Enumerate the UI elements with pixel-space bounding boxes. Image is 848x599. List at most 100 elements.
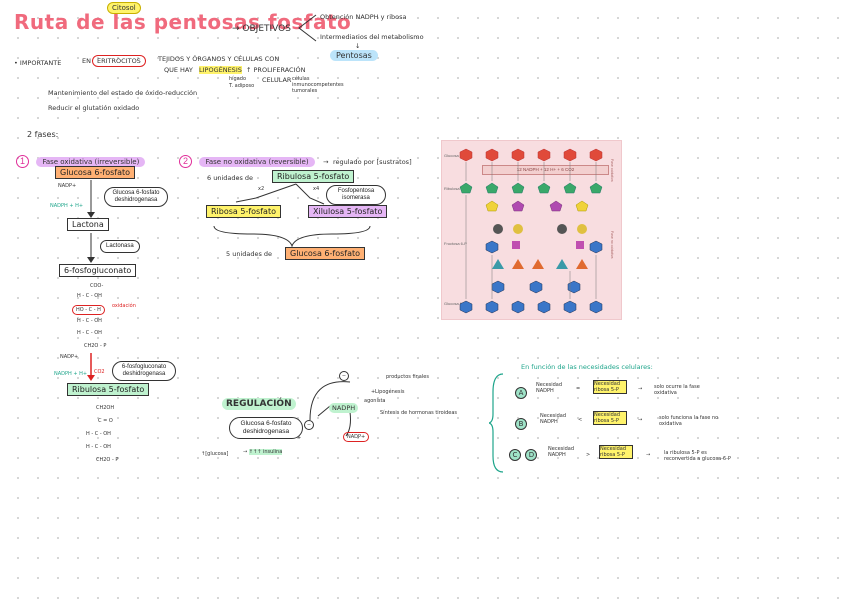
arrow-down-2 bbox=[87, 233, 95, 263]
struct-hcoh-3: H - C - OH bbox=[77, 330, 102, 336]
fosfogluconato-box: 6-fosfogluconato bbox=[59, 264, 137, 277]
proliferacion-text: ↑ PROLIFERACIÓN bbox=[246, 66, 306, 74]
enzyme-g6pd-cloud: Glucosa 6-fosfato deshidrogenasa bbox=[104, 187, 168, 207]
citosol-badge: Citosol bbox=[107, 2, 141, 14]
row-a-nadph: Necesidad NADPH bbox=[536, 382, 563, 394]
necesidades-brace bbox=[489, 373, 504, 473]
struct2-hcoh-1: H - C - OH bbox=[86, 431, 111, 437]
agonista-label: agonista bbox=[364, 398, 386, 404]
page-title: Ruta de las pentosas fosfato bbox=[14, 10, 352, 34]
insulina-label: → ↑↑↑ insulina bbox=[243, 449, 283, 455]
fase2-regulado: regulado por [sustratos] bbox=[332, 158, 412, 166]
figure-legend-rib: Ribulosa 5-P bbox=[444, 186, 467, 191]
nadp-label-2: NADP+ bbox=[60, 354, 79, 360]
xilulosa-5p-box: Xilulosa 5-fosfato bbox=[308, 205, 388, 218]
regulacion-enzyme-cloud: Glucosa 6-fosfato deshidrogenasa bbox=[229, 417, 303, 439]
row-b-nadph: Necesidad NADPH bbox=[540, 413, 567, 425]
figure-shapes bbox=[459, 148, 603, 314]
fase2-header: 2 Fase no oxidativa (reversible) → regul… bbox=[179, 151, 412, 169]
fase1-header: 1 Fase oxidativa (irreversible) bbox=[16, 151, 146, 169]
objetivo-2: Intermediarios del metabolismo bbox=[320, 33, 424, 41]
fase2-label: Fase no oxidativa (reversible) bbox=[199, 157, 315, 167]
nadph-label-2: NADPH + H+ bbox=[54, 371, 88, 377]
option-a-badge: A bbox=[515, 387, 527, 399]
figure-nadph-bar: 12 NADPH + 12 H+ + 6 CO2 bbox=[482, 165, 609, 175]
option-b-badge: B bbox=[515, 418, 527, 430]
pathway-figure: Glucosa 6-P Ribulosa 5-P Fructosa 6-P Gl… bbox=[441, 140, 622, 320]
option-c-badge: C bbox=[509, 449, 521, 461]
cinco-unidades-text: 5 unidades de bbox=[226, 250, 273, 258]
oxidacion-label: oxidación bbox=[112, 303, 136, 309]
struct-hcoh-1: H - C - OH bbox=[77, 293, 102, 299]
x4-label: x4 bbox=[313, 186, 320, 192]
plus-sign-1: + bbox=[297, 435, 302, 441]
row-a-eq: = bbox=[576, 386, 581, 392]
en-label: EN bbox=[82, 57, 91, 65]
seis-unidades-text: 6 unidades de bbox=[207, 174, 254, 182]
glucosa-6p-box-2: Glucosa 6-fosfato bbox=[285, 247, 366, 260]
nadp-node-circled: NADP+ bbox=[343, 432, 370, 442]
row-c-nadph: Necesidad NADPH bbox=[548, 446, 575, 458]
row-b-ribosa: Necesidad ribosa 5-P bbox=[593, 411, 627, 425]
celular-text: CELULAR bbox=[262, 76, 292, 84]
adiposo-note: T. adiposo bbox=[229, 83, 255, 89]
reducir-text: Reducir el glutatión oxidado bbox=[48, 104, 140, 112]
struct-hoch-circled: HO - C - H bbox=[72, 305, 105, 315]
struct2-hcoh-2: H - C - OH bbox=[86, 444, 111, 450]
row-b: B bbox=[515, 413, 527, 431]
pentosas-pill: Pentosas bbox=[330, 50, 378, 61]
lipogenesis-node: Lipogénesis bbox=[375, 389, 405, 395]
row-b-lt: < bbox=[578, 417, 583, 423]
necesidades-header: En función de las necesidades celulares: bbox=[521, 363, 653, 371]
insulina-highlight: ↑↑↑ insulina bbox=[248, 449, 283, 455]
figure-legend-g6p-2: Glucosa 6-P bbox=[444, 301, 467, 306]
row-cd: C D bbox=[509, 444, 538, 462]
x2-label: x2 bbox=[258, 186, 265, 192]
fase2-number: 2 bbox=[179, 155, 192, 168]
struct-hcoh-2: H - C - OH bbox=[77, 318, 102, 324]
nadp-label-1: NADP+ bbox=[58, 183, 77, 189]
ribulosa-5p-box: Ribulosa 5-fosfato bbox=[67, 383, 150, 396]
nadph-node: NADPH bbox=[329, 403, 359, 413]
struct-ch2op: CH2O - P bbox=[84, 343, 107, 349]
glucosa-6p-box: Glucosa 6-fosfato bbox=[55, 166, 136, 179]
minus-sign-2: − bbox=[339, 371, 349, 381]
co2-label: CO2 bbox=[94, 369, 105, 375]
arrow-down-1 bbox=[87, 180, 95, 218]
curly-brace bbox=[213, 225, 371, 248]
arrow-down-3 bbox=[87, 353, 95, 381]
lipogenesis-highlight: LIPOGÉNESIS bbox=[199, 66, 242, 74]
ribulosa-5p-box-2: Ribulosa 5-fosfato bbox=[272, 170, 355, 183]
ribosa-5p-box: Ribosa 5-fosfato bbox=[206, 205, 281, 218]
option-d-badge: D bbox=[525, 449, 538, 461]
struct2-co: C = O bbox=[98, 418, 113, 424]
que-hay-text: QUE HAY bbox=[164, 66, 193, 74]
celulas-note: células inmunocompetentes tumorales bbox=[292, 76, 344, 94]
fases-title: 2 fases: bbox=[27, 130, 59, 139]
minus-sign-1: − bbox=[304, 420, 314, 430]
higado-note: hígado bbox=[229, 76, 247, 82]
row-c-result: la ribulosa 5-P es reconvertida a glucos… bbox=[664, 450, 731, 462]
struct2-ch2oh: CH2OH bbox=[96, 405, 115, 411]
eritrocitos-circled: ERITROCITOS bbox=[92, 55, 146, 67]
objetivo-1: Obtención NADPH y ribosa bbox=[320, 13, 407, 21]
figure-legend-f6p: Fructosa 6-P bbox=[444, 241, 467, 246]
importante-label: • IMPORTANTE bbox=[14, 59, 62, 67]
row-a-result: solo ocurre la fase oxidativa bbox=[654, 384, 700, 396]
fase1-number: 1 bbox=[16, 155, 29, 168]
row-a: A bbox=[515, 382, 527, 400]
branch-lines bbox=[235, 183, 325, 205]
row-c-gt: > bbox=[586, 452, 591, 458]
objetivos-label: OBJETIVOS bbox=[242, 24, 291, 34]
fase1-label: Fase oxidativa (irreversible) bbox=[36, 157, 146, 167]
regulacion-title: REGULACIÓN bbox=[222, 398, 296, 410]
nadph-label-1: NADPH + H+ bbox=[50, 203, 84, 209]
mantenimiento-text: Mantenimiento del estado de óxido-reducc… bbox=[48, 89, 198, 97]
enzyme-6pgd-cloud: 6-fosfogluconato deshidrogenasa bbox=[112, 361, 176, 381]
coo-label: COO- bbox=[90, 283, 104, 289]
lactonasa-cloud: Lactonasa bbox=[100, 240, 140, 253]
sintesis-hormonas: Síntesis de hormonas tiroideas bbox=[380, 410, 458, 416]
isomerasa-cloud: Fosfopentosa isomerasa bbox=[326, 185, 386, 205]
tejidos-text: TEJIDOS Y ÓRGANOS Y CÉLULAS CON bbox=[158, 55, 280, 63]
